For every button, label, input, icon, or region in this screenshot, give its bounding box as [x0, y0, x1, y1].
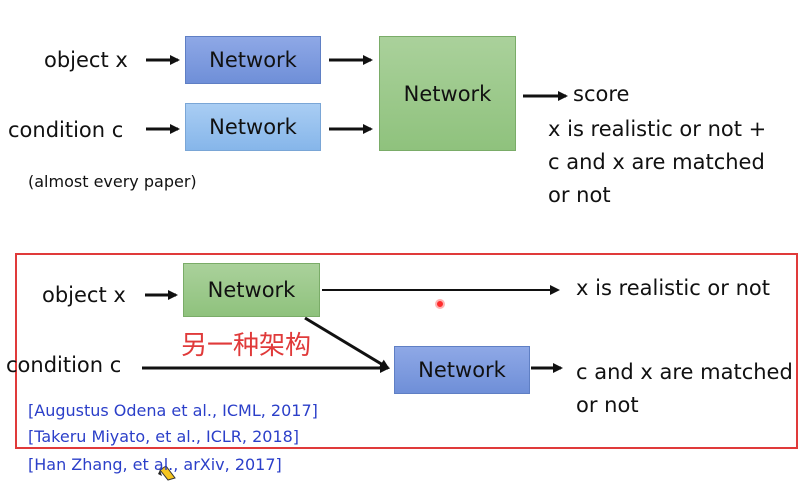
- pencil-cursor-icon: [158, 465, 176, 481]
- top-output-score: score: [573, 82, 630, 106]
- bottom-output-realistic: x is realistic or not: [576, 276, 770, 300]
- network-label: Network: [207, 278, 296, 302]
- top-output-line2: c and x are matched: [548, 150, 765, 174]
- network-label: Network: [418, 358, 506, 382]
- bottom-output-matched-line2: or not: [576, 393, 639, 417]
- arrow-network-to-joint: [304, 316, 390, 370]
- top-input-condition-label: condition c: [8, 118, 124, 142]
- network-label: Network: [209, 48, 297, 72]
- bottom-input-object-label: object x: [42, 283, 126, 307]
- highlight-frame: [15, 253, 798, 449]
- top-input-object-label: object x: [44, 48, 128, 72]
- bottom-network-joint: Network: [394, 346, 530, 394]
- top-output-line3: or not: [548, 183, 611, 207]
- top-network-object: Network: [185, 36, 321, 84]
- citation: [Han Zhang, et al., arXiv, 2017]: [28, 455, 282, 474]
- bottom-network-object: Network: [183, 263, 320, 317]
- chinese-annotation: 另一种架构: [181, 331, 312, 361]
- top-note: (almost every paper): [28, 172, 197, 191]
- citation: [Takeru Miyato, et al., ICLR, 2018]: [28, 427, 300, 446]
- network-label: Network: [403, 81, 492, 106]
- top-network-condition: Network: [185, 103, 321, 151]
- bottom-output-matched-line1: c and x are matched: [576, 360, 793, 384]
- top-network-main: Network: [379, 36, 516, 151]
- network-label: Network: [209, 115, 297, 139]
- laser-pointer-dot: [435, 299, 445, 309]
- top-output-line1: x is realistic or not +: [548, 117, 767, 141]
- citation: [Augustus Odena et al., ICML, 2017]: [28, 401, 318, 420]
- bottom-input-condition-label: condition c: [6, 353, 122, 377]
